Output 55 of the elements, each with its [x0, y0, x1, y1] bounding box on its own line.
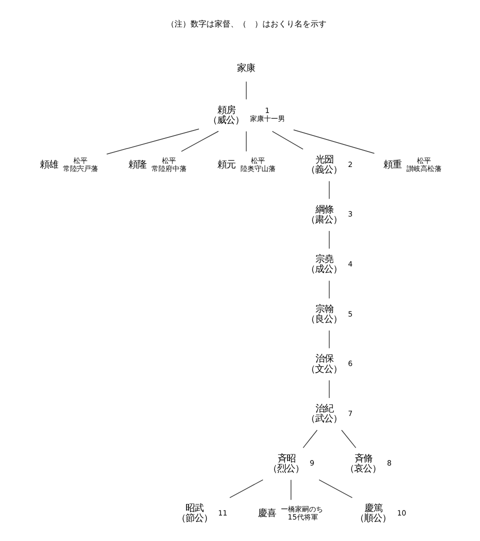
connector: [328, 230, 330, 249]
node-label: 8: [386, 458, 392, 468]
connector: [180, 130, 218, 152]
node-label: 讃岐高松藩: [406, 164, 441, 173]
connector: [228, 479, 263, 498]
node-text: 綱條 （粛公）: [306, 204, 342, 226]
node-label: 松平: [162, 156, 176, 165]
connector: [292, 130, 374, 154]
node-label: 11: [218, 508, 227, 518]
connector: [245, 131, 246, 152]
connector: [328, 180, 330, 200]
connector: [245, 81, 246, 100]
node-label: 松平: [72, 156, 87, 165]
connector: [328, 280, 330, 299]
connector: [290, 480, 291, 500]
node-text: 宗堯 （成公）: [306, 254, 342, 276]
connector: [271, 130, 303, 150]
node-label: 3: [348, 210, 352, 219]
node-text: 治保 （文公）: [306, 354, 342, 375]
node-text: 治紀 （武公）: [306, 403, 342, 425]
node-label: 常陸宍戸藩: [62, 164, 98, 173]
node-label: 10: [396, 508, 406, 518]
connector: [318, 479, 352, 498]
connector: [328, 380, 330, 398]
node-label: 松平: [250, 156, 264, 165]
node-label: 9: [309, 458, 314, 468]
node-label: 一橋家嗣のち: [280, 504, 322, 514]
connector: [302, 430, 317, 448]
node-label: 4: [348, 260, 352, 269]
node-text: 宗翰 （良公）: [306, 304, 342, 326]
node-label: 5: [348, 309, 352, 318]
node-label: 6: [348, 359, 352, 368]
node-text: 家康: [236, 62, 254, 74]
connector: [340, 430, 356, 448]
node-label: 2: [348, 160, 352, 169]
node-label: 1: [264, 106, 270, 116]
node-label: 常陸府中藩: [151, 164, 186, 173]
node-text: 頼房 （威公）: [208, 104, 244, 126]
connector: [106, 128, 199, 154]
node-text: 昭武 （節公）: [176, 503, 212, 524]
node-text: 頼元: [216, 160, 235, 171]
node-text: 斉脩 （哀公）: [344, 453, 381, 474]
node-label: 陸奥守山藩: [240, 164, 275, 173]
node-label: 15代将軍: [287, 512, 318, 522]
node-text: 頼隆: [128, 160, 146, 171]
node-label: 松平: [416, 156, 430, 165]
node-text: 斉昭 （烈公）: [267, 453, 304, 474]
node-text: 頼重: [382, 160, 401, 171]
node-text: 頼雄: [39, 160, 58, 171]
connector: [328, 330, 330, 349]
node-text: 慶篤 （順公）: [354, 503, 391, 524]
node-label: 家康十一男: [249, 114, 284, 124]
node-text: 慶喜: [257, 508, 276, 520]
node-text: 光圀 （義公）: [306, 154, 342, 176]
node-label: 7: [348, 408, 352, 418]
